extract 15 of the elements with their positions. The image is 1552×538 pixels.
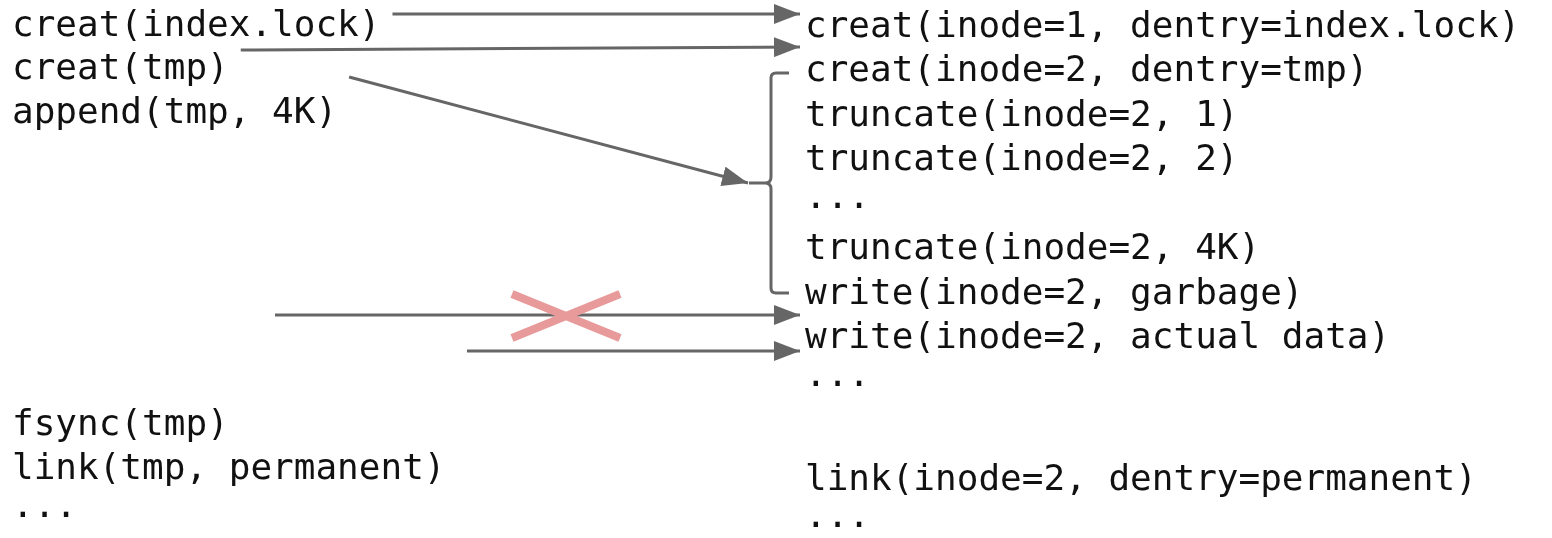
arrow [467, 341, 800, 361]
curly-bracket [748, 70, 790, 296]
call-text: creat(inode=2, dentry=tmp) [800, 47, 1369, 91]
arrow [348, 75, 749, 186]
call-text: creat(inode=1, dentry=index.lock) [800, 3, 1521, 47]
call-text: fsync(tmp) [12, 401, 229, 445]
call-text: truncate(inode=2, 1) [804, 92, 1239, 136]
call-text: append(tmp, 4K) [12, 89, 338, 133]
call-text: write(inode=2, garbage) [804, 270, 1304, 314]
arrow [240, 37, 800, 58]
call-text: creat(tmp) [12, 45, 229, 89]
call-text: truncate(inode=2, 4K) [804, 225, 1261, 269]
call-text: creat(index.lock) [12, 2, 381, 46]
arrow [275, 305, 800, 325]
arrow [392, 4, 800, 24]
